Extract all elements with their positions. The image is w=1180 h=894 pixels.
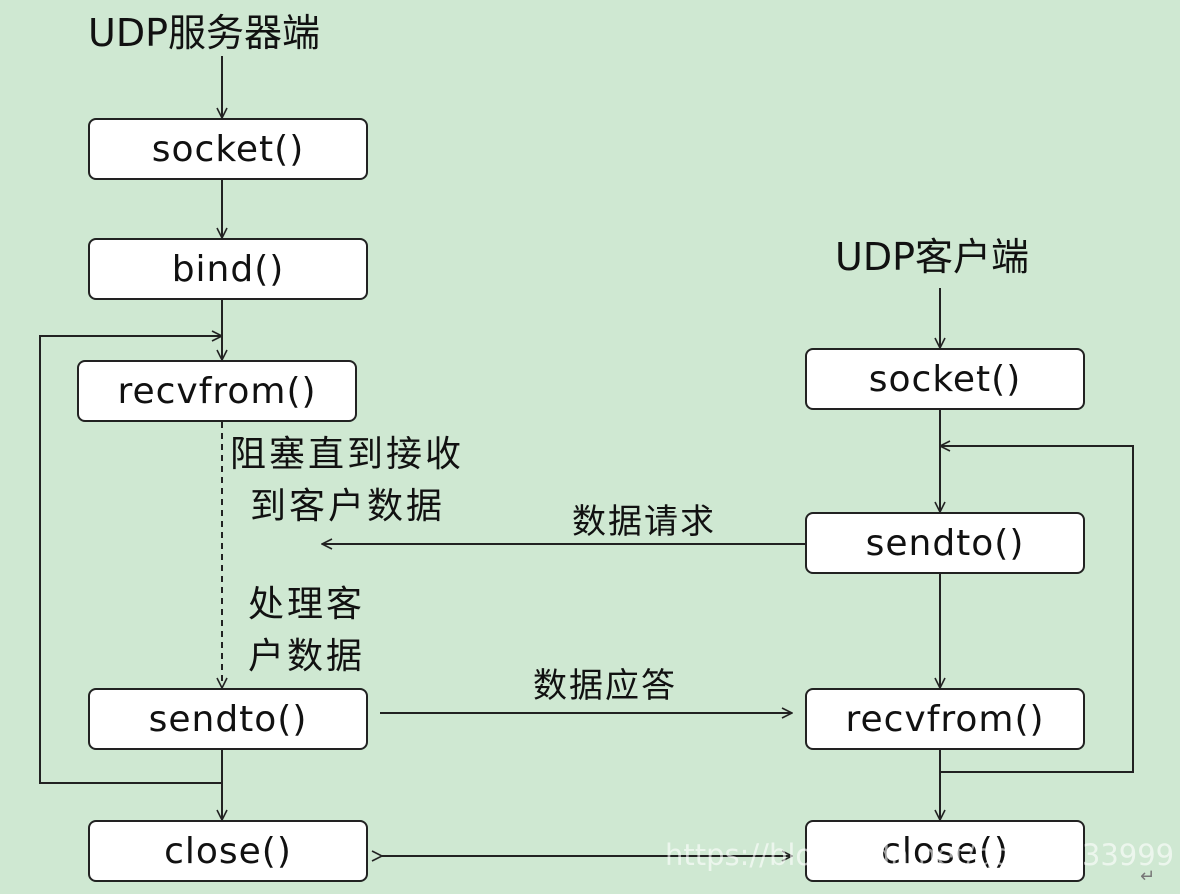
client-close-box: close() [805,820,1085,882]
processing-note-line2: 户数据 [248,636,366,677]
client-loop-line [940,446,1134,773]
server-title: UDP服务器端 [88,11,320,55]
server-close-box: close() [88,820,368,882]
server-socket-box: socket() [88,118,368,180]
reply-label: 数据应答 [533,666,677,706]
processing-note-line1: 处理客 [248,584,366,625]
client-recvfrom-box: recvfrom() [805,688,1085,750]
client-sendto-box: sendto() [805,512,1085,574]
client-title: UDP客户端 [835,235,1029,279]
server-bind-box: bind() [88,238,368,300]
paragraph-mark: ↵ [1140,866,1156,887]
server-recvfrom-box: recvfrom() [77,360,357,422]
server-sendto-box: sendto() [88,688,368,750]
server-loop-line [39,336,222,784]
blocking-note-line2: 到客户数据 [250,486,446,527]
client-socket-box: socket() [805,348,1085,410]
blocking-note-line1: 阻塞直到接收 [230,434,465,475]
watermark-text: https://blog.csdn.net/qq_46233999 [665,838,1175,872]
request-label: 数据请求 [572,502,716,542]
